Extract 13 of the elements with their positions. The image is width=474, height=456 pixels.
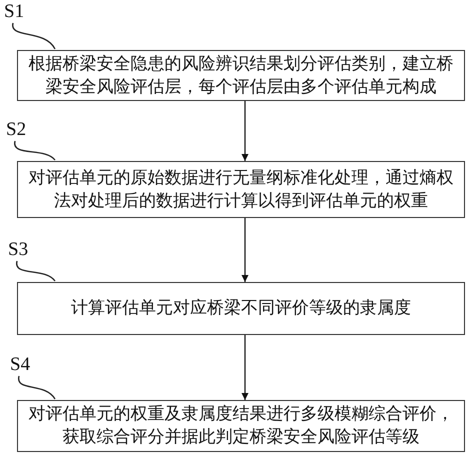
process-box: 计算评估单元对应桥梁不同评价等级的隶属度	[17, 282, 465, 335]
step-label: S1	[4, 2, 26, 22]
process-box: 根据桥梁安全隐患的风险辨识结果划分评估类别，建立桥梁安全风险评估层，每个评估层由多个评估单元构成	[17, 50, 465, 101]
arrow	[242, 101, 248, 161]
leader-line	[18, 376, 56, 400]
step-label: S3	[8, 240, 30, 260]
arrow	[242, 218, 248, 282]
step-label: S2	[6, 120, 28, 140]
process-box: 对评估单元的权重及隶属度结果进行多级模糊综合评价，获取综合评分并据此判定桥梁安全风险评估等级	[17, 400, 465, 452]
process-box: 对评估单元的原始数据进行无量纲标准化处理，通过熵权法对处理后的数据进行计算以得到评估单元的权重	[17, 161, 465, 218]
step-label: S4	[10, 355, 32, 375]
leader-line	[12, 22, 56, 50]
arrow	[242, 335, 248, 400]
